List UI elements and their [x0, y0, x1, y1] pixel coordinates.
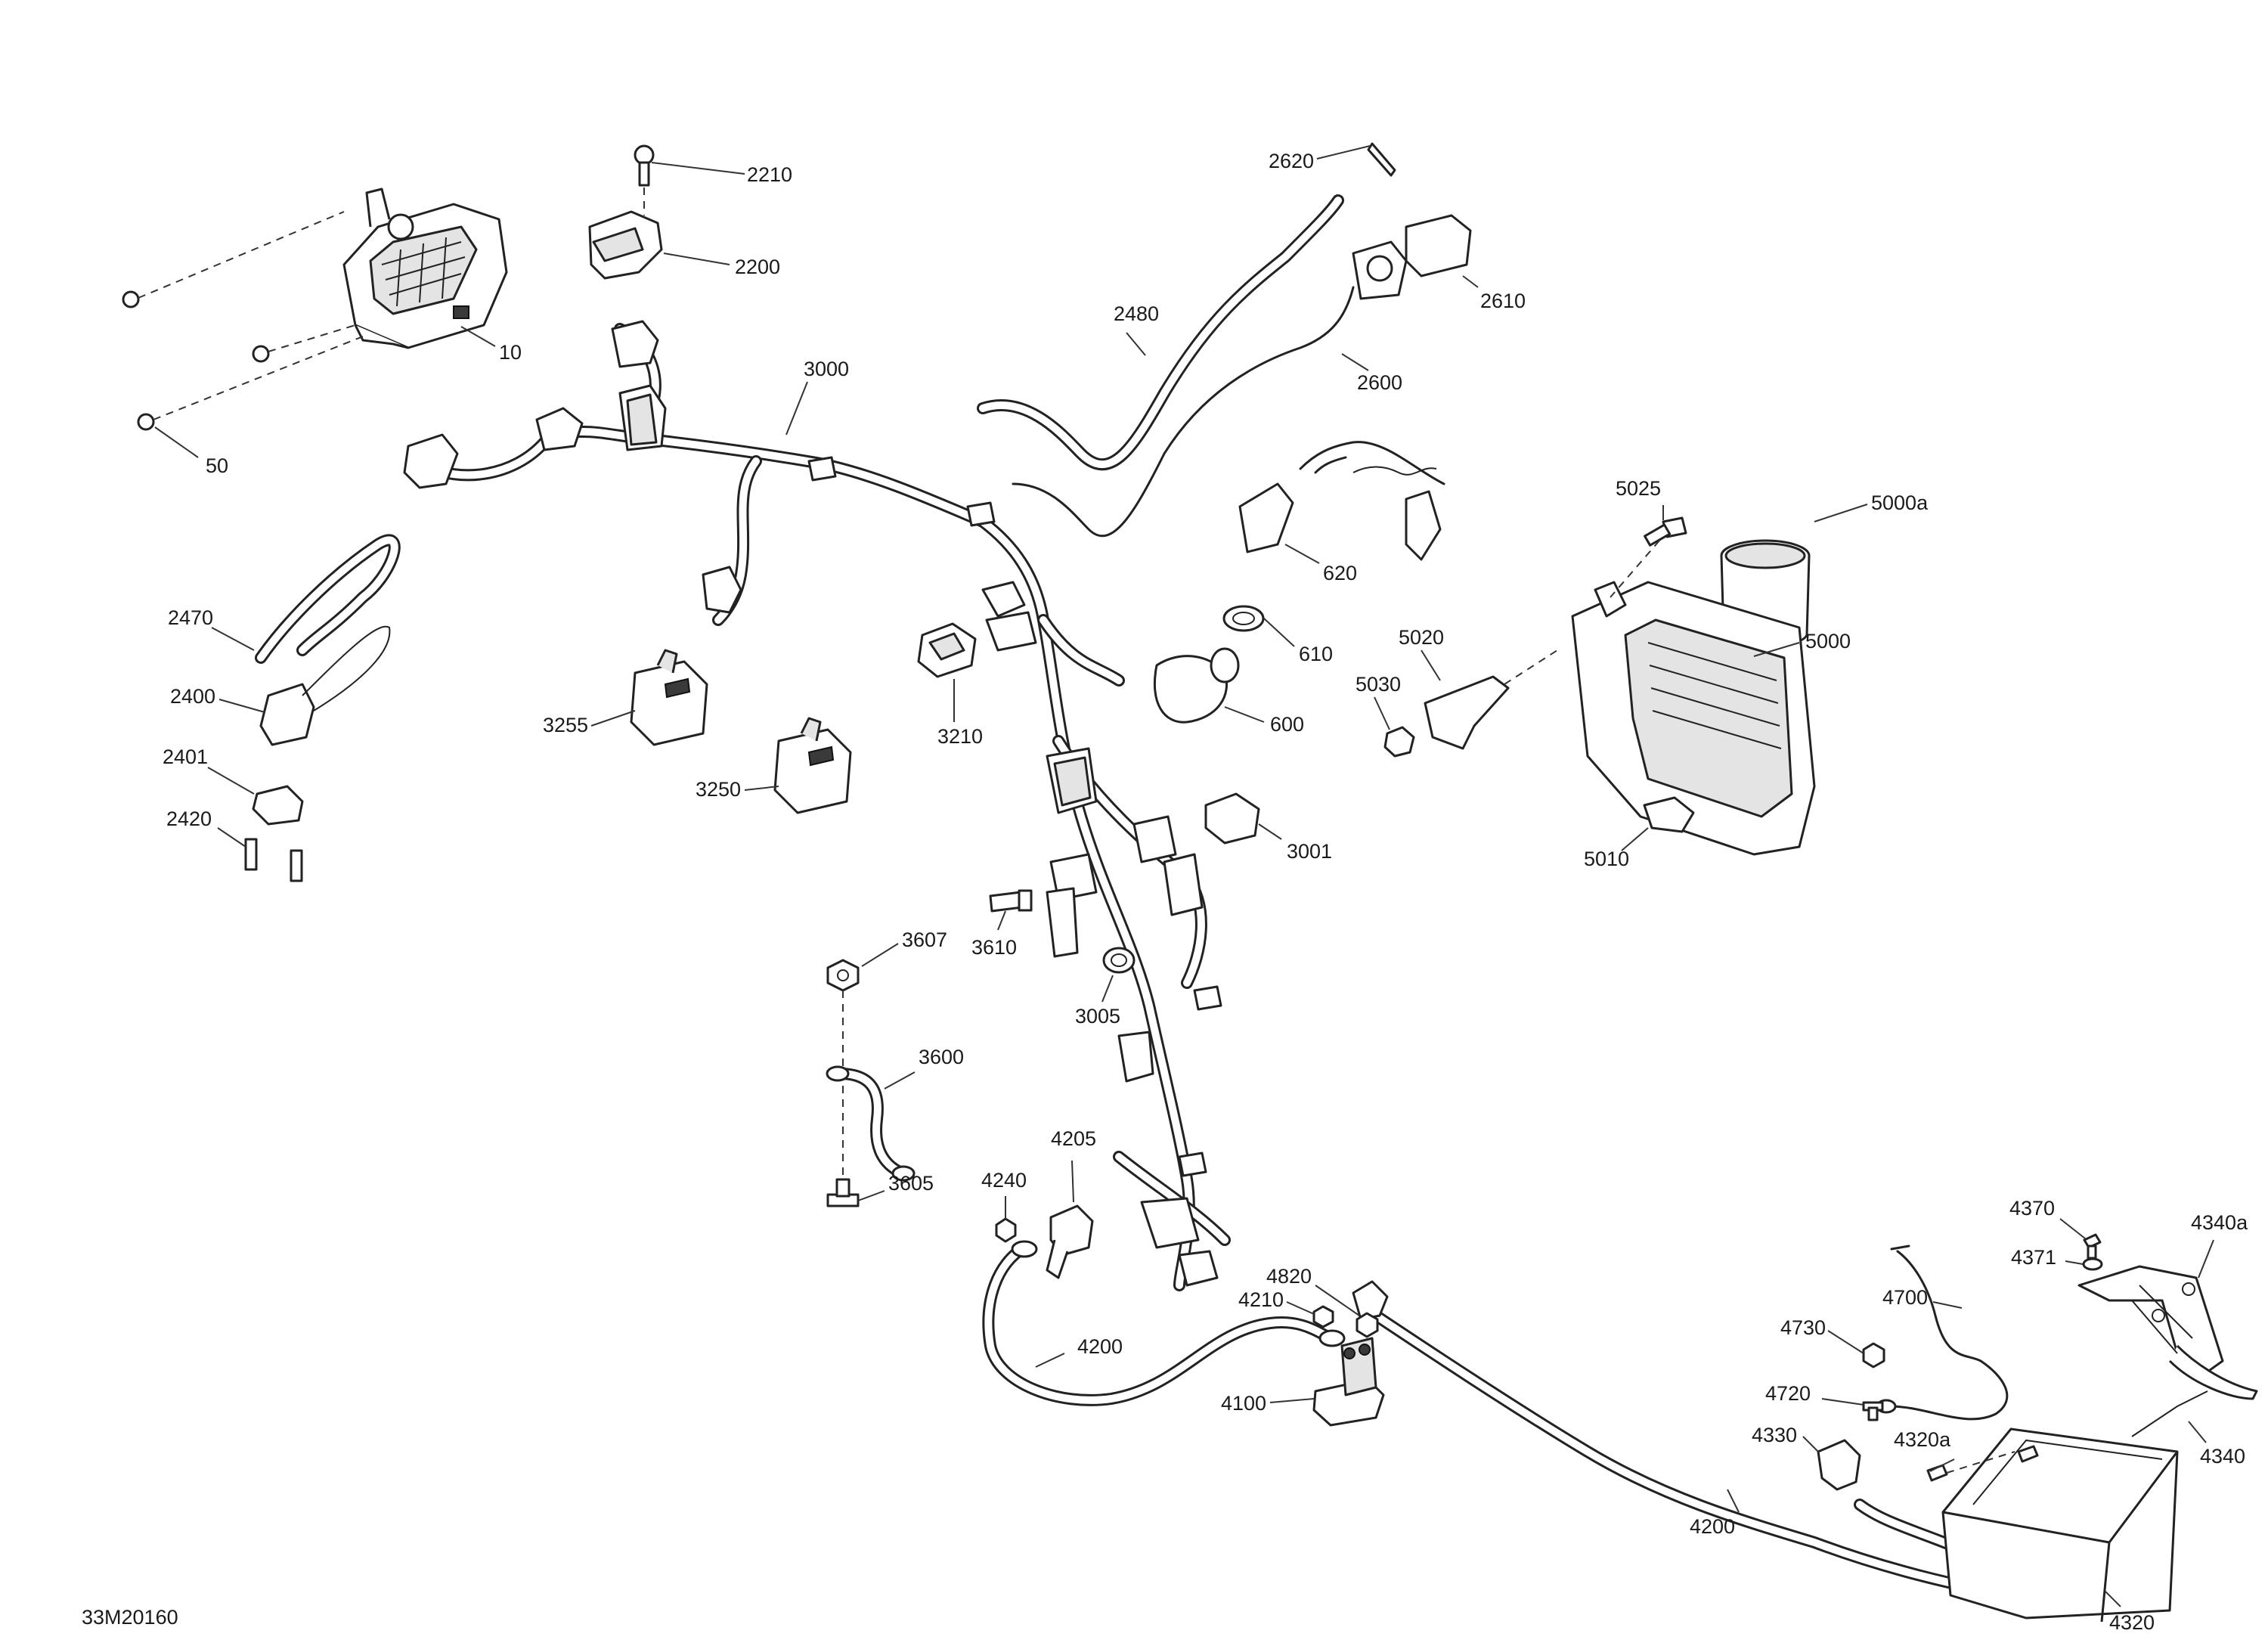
callout-4820: 4820 [1266, 1265, 1312, 1288]
callout-4330: 4330 [1752, 1424, 1797, 1446]
callout-labels: 10 50 2210 2200 3000 2480 2620 2610 2600… [82, 150, 2248, 1634]
part-5000-ecu [1571, 581, 1816, 856]
callout-610: 610 [1299, 643, 1333, 665]
part-2610-relay [1352, 214, 1472, 300]
callout-5020: 5020 [1399, 626, 1444, 649]
callout-5025: 5025 [1616, 477, 1661, 500]
part-4205-cover [1046, 1204, 1094, 1279]
callout-4700: 4700 [1882, 1286, 1928, 1309]
part-3000-harness [403, 320, 1231, 1291]
callout-4340a: 4340a [2191, 1211, 2248, 1234]
part-3610-stud [989, 889, 1033, 913]
leader-lines [154, 145, 2214, 1607]
callout-3605: 3605 [888, 1172, 934, 1195]
callout-3005: 3005 [1075, 1005, 1120, 1028]
part-3600-ground-cable [826, 990, 916, 1182]
callout-4100: 4100 [1221, 1392, 1266, 1415]
part-50-screws [122, 211, 364, 431]
part-4700-cable [1876, 1244, 2009, 1421]
callout-600: 600 [1270, 713, 1304, 736]
part-600-knob [1153, 647, 1240, 724]
callout-5000a: 5000a [1871, 491, 1929, 514]
callout-3255: 3255 [543, 714, 588, 736]
callout-4205: 4205 [1051, 1127, 1096, 1150]
callout-2401: 2401 [163, 745, 208, 768]
part-3210-connector [917, 622, 977, 678]
callout-3607: 3607 [902, 928, 947, 951]
part-5020-bracket [1424, 649, 1558, 750]
part-4200-cable [982, 1240, 1346, 1406]
part-3001-connector [1204, 792, 1260, 845]
callout-4720: 4720 [1765, 1382, 1811, 1405]
callout-2200: 2200 [735, 256, 780, 278]
part-4320a-screws [1926, 1445, 2039, 1482]
callout-4320: 4320 [2109, 1611, 2155, 1634]
part-2200-sensor [588, 210, 663, 280]
callout-3001: 3001 [1287, 840, 1332, 863]
callout-3000: 3000 [804, 358, 849, 380]
part-2620-pin [1367, 142, 1396, 177]
part-610-grommet [1222, 605, 1265, 632]
part-4340-bracket [2077, 1265, 2258, 1437]
part-4100-solenoid [1312, 1337, 1385, 1427]
part-620-coil-cable [1238, 441, 1445, 561]
part-4330-cap [1817, 1439, 1861, 1491]
callout-4371: 4371 [2011, 1246, 2056, 1269]
part-2480-tube [977, 194, 1344, 471]
drawing-code: 33M20160 [82, 1606, 178, 1629]
part-2400-clamp [259, 625, 391, 746]
callout-2600: 2600 [1357, 371, 1402, 394]
callout-2610: 2610 [1480, 290, 1526, 312]
callout-4340: 4340 [2200, 1445, 2245, 1468]
part-4730-nut [1862, 1342, 1885, 1368]
part-2401-clip [252, 785, 304, 826]
callout-2400: 2400 [170, 685, 215, 708]
callout-2480: 2480 [1114, 302, 1159, 325]
part-3255-switch [630, 649, 708, 746]
callout-4240: 4240 [981, 1169, 1027, 1192]
part-2600-cable [1012, 286, 1355, 538]
callout-3210: 3210 [937, 725, 983, 748]
callout-4200-upper: 4200 [1077, 1335, 1123, 1358]
part-5010-clip [1643, 796, 1695, 833]
callout-3250: 3250 [696, 778, 741, 801]
callout-4200-lower: 4200 [1690, 1515, 1735, 1538]
callout-620: 620 [1323, 562, 1357, 584]
callout-5010: 5010 [1584, 848, 1629, 870]
part-4370-screw [2083, 1233, 2102, 1260]
part-4240-nut [995, 1217, 1017, 1243]
part-5030-nut [1383, 726, 1415, 758]
part-3250-switch [773, 717, 852, 814]
part-3607-nut [826, 959, 860, 992]
part-10-module [342, 188, 508, 349]
part-4820-nut [1356, 1312, 1379, 1338]
callout-4210: 4210 [1238, 1288, 1284, 1311]
callout-10: 10 [499, 341, 522, 364]
part-5025-bolt [1610, 516, 1687, 598]
callout-5000: 5000 [1805, 630, 1851, 652]
callout-4370: 4370 [2009, 1197, 2055, 1220]
part-4320-battery [1941, 1427, 2179, 1623]
callout-50: 50 [206, 454, 228, 477]
part-2470-strap [255, 534, 401, 664]
part-4371-washer [2082, 1257, 2103, 1271]
callout-2420: 2420 [166, 807, 212, 830]
part-4210-nut [1312, 1305, 1334, 1328]
callout-4320a: 4320a [1894, 1428, 1951, 1451]
callout-4730: 4730 [1780, 1316, 1826, 1339]
callout-2210: 2210 [747, 163, 792, 186]
callout-3610: 3610 [971, 936, 1017, 959]
callout-2470: 2470 [168, 606, 213, 629]
part-3005-grommet [1102, 947, 1136, 974]
part-2210-screw [634, 144, 655, 215]
part-4720-bolt [1862, 1401, 1884, 1421]
callout-3600: 3600 [919, 1046, 964, 1068]
part-2420-screws [244, 838, 303, 882]
part-3605-bolt [826, 1178, 860, 1207]
callout-2620: 2620 [1269, 150, 1314, 172]
callout-5030: 5030 [1356, 673, 1401, 696]
